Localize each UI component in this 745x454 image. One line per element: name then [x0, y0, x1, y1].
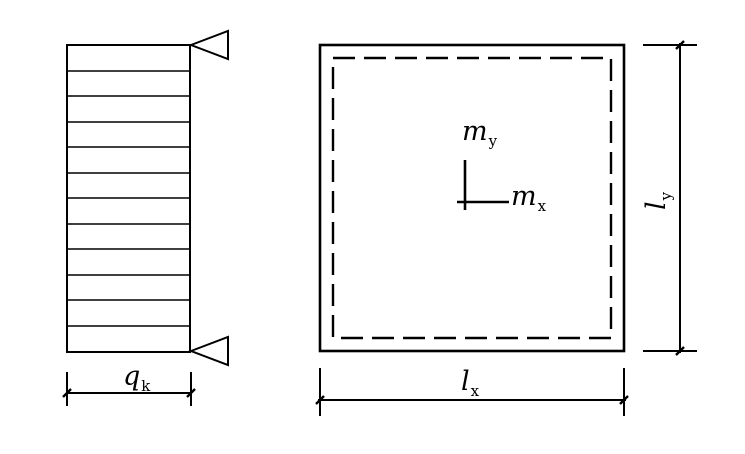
load-label: qk: [123, 361, 151, 395]
span-y-dimension: [643, 40, 697, 356]
span-x-label: lx: [461, 366, 480, 400]
moment-axes: [457, 160, 509, 210]
moment-x-label: mx: [511, 181, 547, 215]
span-y-label: ly: [641, 191, 675, 210]
plate: [318, 43, 626, 353]
load-width-dimension: [62, 372, 196, 406]
load-strip-divisions: [67, 70, 190, 327]
load-diagram: [66, 29, 229, 367]
support-triangle-bottom: [188, 335, 229, 367]
span-x-dimension: [315, 368, 629, 416]
support-triangle-top: [188, 29, 229, 61]
plate-outline: [318, 43, 626, 353]
plate-inner-dashed-outline: [331, 56, 613, 340]
moment-y-label: my: [462, 116, 498, 150]
